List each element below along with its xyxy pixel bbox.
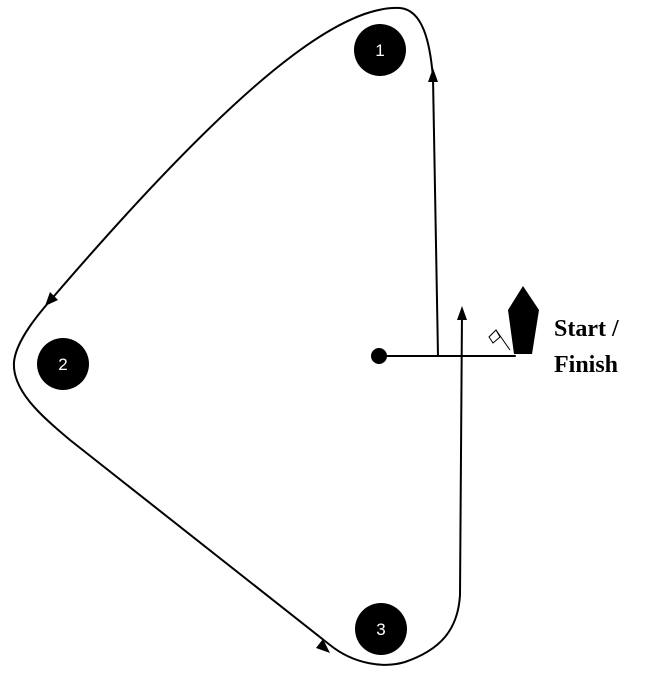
arrow-down-to-mark-2	[45, 292, 58, 306]
mark-2-number: 2	[58, 355, 67, 374]
mark-3-number: 3	[376, 620, 385, 639]
mark-1-buoy	[354, 24, 406, 76]
pin-buoy-icon	[371, 348, 387, 364]
start-finish-label-line-2: Finish	[554, 352, 618, 378]
course-leg-start-to-mark-1-to-mark-2	[12, 6, 463, 666]
start-finish-label-line-1: Start /	[554, 316, 619, 342]
arrow-up-to-mark-1	[428, 68, 438, 82]
mark-2-buoy	[37, 338, 89, 390]
committee-boat-icon	[508, 286, 539, 354]
mark-2: 2	[37, 338, 89, 390]
mark-1-number: 1	[375, 41, 384, 60]
arrow-up-to-finish	[457, 306, 467, 320]
arrow-to-mark-3	[316, 639, 330, 653]
mark-3: 3	[355, 603, 407, 655]
mark-3-buoy	[355, 603, 407, 655]
mark-1: 1	[354, 24, 406, 76]
flag-icon	[488, 329, 511, 351]
